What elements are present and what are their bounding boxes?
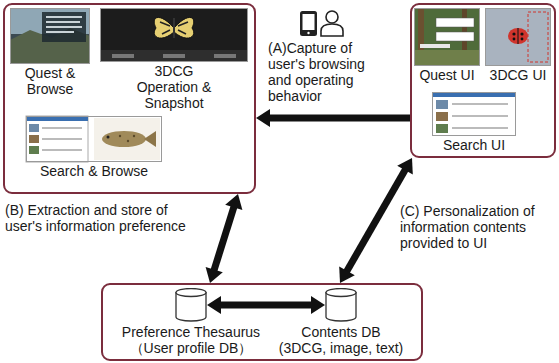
search-ui-screenshot [432, 92, 516, 136]
quest-screenshot [10, 8, 90, 64]
caption-block: Quest UI [412, 67, 482, 83]
group-panel: Preference Thesaurus（User profile DB）Con… [101, 283, 423, 361]
node-label: (3DCG, image, text) [266, 340, 416, 356]
screenshot-box: Quest & Browse [10, 8, 90, 64]
cylinder-outline [175, 288, 207, 322]
step-label: (C) Personalization of information conte… [400, 203, 552, 251]
screenshot-box: Search & Browse [26, 116, 162, 162]
block-arrow [206, 194, 243, 283]
step-label: (B) Extraction and store of user's infor… [5, 202, 203, 234]
database-cylinder: Contents DB(3DCG, image, text) [325, 288, 357, 322]
caption-block: 3DCG Operation & Snapshot [129, 63, 219, 111]
group-panel: Quest UI3DCG UI Search UI [410, 3, 556, 158]
node-label: Search UI [429, 137, 519, 153]
caption-block: Quest & Browse [8, 65, 92, 97]
ladybug-screenshot [485, 8, 551, 66]
search-screenshot [26, 116, 160, 162]
caption-block: Search & Browse [24, 163, 164, 179]
screenshot-box: 3DCG Operation & Snapshot [100, 8, 248, 62]
node-label: Quest UI [412, 67, 482, 83]
database-cylinder: Preference Thesaurus（User profile DB） [175, 288, 207, 322]
caption-block: Preference Thesaurus（User profile DB） [106, 324, 276, 356]
node-label: 3DCG Operation & Snapshot [129, 63, 219, 111]
node-label: 3DCG UI [483, 67, 553, 83]
caption-block: 3DCG UI [483, 67, 553, 83]
caption-block: Contents DB(3DCG, image, text) [266, 324, 416, 356]
node-label: Quest & Browse [8, 65, 92, 97]
cylinder-outline [325, 288, 357, 322]
block-arrow [256, 109, 410, 127]
screenshot-box: Quest UI [414, 8, 480, 66]
forest-screenshot [414, 8, 480, 66]
node-label: Search & Browse [24, 163, 164, 179]
butterfly-screenshot [100, 8, 248, 62]
screenshot-box: 3DCG UI [485, 8, 551, 66]
block-arrow [207, 296, 325, 314]
node-label: （User profile DB） [106, 340, 276, 356]
node-label: Contents DB [266, 324, 416, 340]
step-label: (A)Capture of user's browsing and operat… [268, 40, 386, 104]
group-panel: Quest & Browse3DCG Operation & SnapshotS… [3, 3, 256, 194]
tablet-user-icon [300, 11, 343, 36]
node-label: Preference Thesaurus [106, 324, 276, 340]
screenshot-box: Search UI [432, 92, 516, 136]
caption-block: Search UI [429, 137, 519, 153]
